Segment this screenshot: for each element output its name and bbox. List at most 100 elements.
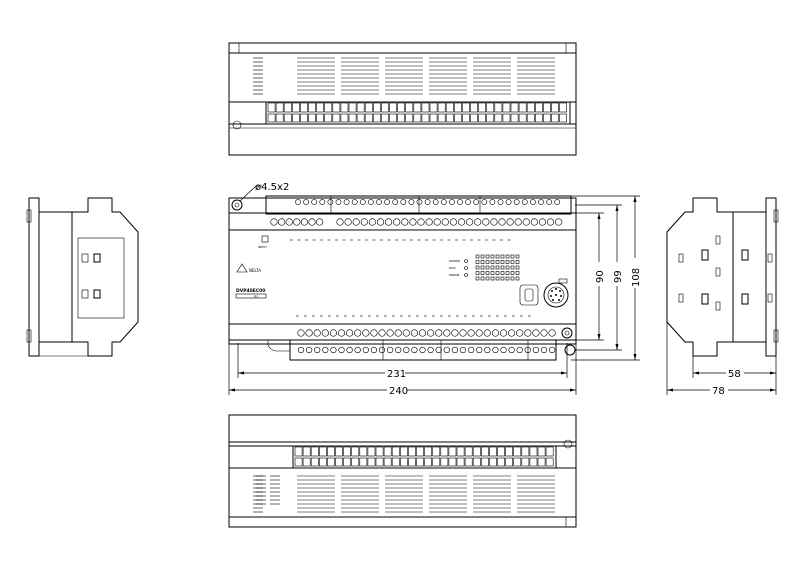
terminal-screw [367, 199, 374, 205]
io-led [490, 265, 495, 270]
terminal-screw [432, 199, 439, 205]
terminal-screw [440, 446, 449, 457]
terminal-number [499, 329, 508, 337]
terminal-slot [416, 457, 424, 467]
terminal-screw [356, 102, 365, 113]
terminal-screw [311, 199, 318, 205]
terminal-slot [308, 113, 316, 123]
terminal-screw [303, 199, 309, 205]
terminal-slot [372, 113, 381, 123]
terminal-screw [551, 102, 559, 113]
terminal-slot [340, 113, 349, 123]
io-led [495, 276, 500, 281]
terminal-screw [505, 446, 514, 457]
depth-58-label: 58 [728, 369, 741, 380]
terminal-screw [516, 346, 523, 354]
terminal-slot [300, 113, 308, 123]
terminal-screw [319, 199, 326, 205]
terminal-screw [457, 199, 463, 205]
terminal-slot [421, 113, 430, 123]
io-led [515, 260, 520, 264]
top-view [228, 42, 577, 156]
terminal-number [524, 329, 532, 337]
port-pin [555, 294, 557, 296]
terminal-screw [548, 346, 556, 354]
terminal-screw [275, 102, 284, 113]
terminal-screw [283, 102, 292, 113]
terminal-slot [364, 113, 373, 123]
terminal-slot [291, 113, 300, 123]
io-led [510, 265, 515, 270]
terminal-screw [408, 446, 416, 457]
terminal-number [482, 218, 490, 226]
height-99-label: 99 [613, 270, 624, 283]
terminal-slot [405, 113, 414, 123]
terminal-number [316, 218, 324, 226]
terminal-number [466, 218, 474, 226]
terminal-slot [472, 457, 481, 467]
terminal-number [402, 329, 410, 337]
terminal-number [394, 329, 402, 337]
comm-port-icon [543, 282, 569, 308]
io-led [500, 276, 505, 281]
terminal-screw [538, 199, 544, 205]
terminal-screw [297, 346, 305, 354]
io-led [475, 276, 480, 281]
terminal-screw [327, 199, 334, 205]
terminal-number [516, 329, 524, 337]
terminal-number [409, 218, 417, 226]
io-led [480, 271, 485, 275]
io-led [485, 265, 490, 270]
io-led [490, 254, 495, 259]
terminal-screw [364, 102, 373, 113]
terminal-number [451, 329, 459, 337]
terminal-screw [351, 199, 358, 205]
terminal-slot [294, 457, 303, 467]
terminal-slot [324, 113, 333, 123]
terminal-screw [416, 446, 424, 457]
terminal-screw [376, 199, 382, 205]
terminal-number [490, 218, 498, 226]
terminal-screw [429, 102, 438, 113]
terminal-slot [559, 113, 567, 123]
terminal-number [305, 329, 313, 337]
terminal-slot [432, 457, 441, 467]
terminal-block [292, 445, 557, 469]
io-led [505, 260, 510, 264]
terminal-slot [445, 113, 454, 123]
terminal-slot [267, 113, 276, 123]
terminal-slot [464, 457, 473, 467]
io-led [505, 265, 510, 270]
terminal-slot [478, 113, 487, 123]
terminal-screw [354, 346, 361, 354]
terminal-screw [489, 199, 496, 205]
terminal-number [336, 218, 344, 226]
terminal-number [433, 218, 441, 226]
terminal-slot [275, 113, 284, 123]
terminal-screw [372, 102, 381, 113]
terminal-screw [338, 346, 345, 354]
terminal-screw [435, 346, 442, 354]
terminal-screw [546, 199, 552, 205]
terminal-screw [351, 446, 360, 457]
terminal-screw [510, 102, 519, 113]
terminal-screw [306, 346, 313, 354]
terminal-number [313, 329, 321, 337]
mount-hole-bottom-right [561, 327, 573, 339]
terminal-slot [486, 113, 495, 123]
io-led [495, 271, 500, 275]
io-led [495, 260, 500, 264]
terminal-screw [419, 346, 426, 354]
terminal-screw [395, 346, 402, 354]
terminal-number [293, 218, 301, 226]
io-led [480, 260, 485, 264]
terminal-number [352, 218, 360, 226]
terminal-screw [468, 346, 475, 354]
terminal-slot [408, 457, 416, 467]
width-240-label: 240 [389, 386, 408, 397]
terminal-number [508, 329, 516, 337]
terminal-screw [389, 102, 397, 113]
terminal-screw [540, 346, 548, 354]
terminal-screw [300, 102, 308, 113]
